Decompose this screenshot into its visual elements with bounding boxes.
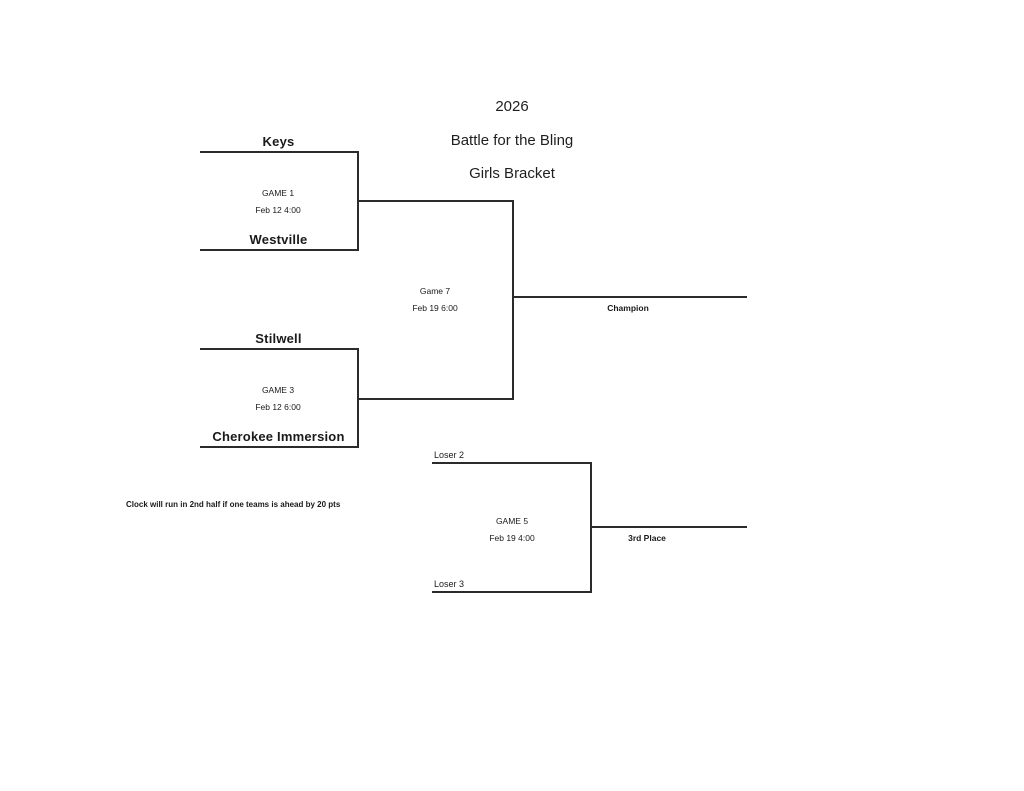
game1-to-game7-feed <box>357 200 514 202</box>
game3-time: Feb 12 6:00 <box>255 402 301 412</box>
game5-time: Feb 19 4:00 <box>489 533 535 543</box>
game3-team-top-line <box>200 348 359 350</box>
champion-label: Champion <box>607 303 649 313</box>
title-event: Battle for the Bling <box>450 132 574 149</box>
third-place-label: 3rd Place <box>628 533 666 543</box>
game1-info: GAME 1 Feb 12 4:00 <box>218 188 338 215</box>
game5-label: GAME 5 <box>495 516 529 526</box>
game7-time: Feb 19 6:00 <box>412 303 458 313</box>
game7-info: Game 7 Feb 19 6:00 <box>375 286 495 313</box>
game1-team-bottom: Westville <box>249 232 308 247</box>
game1-time: Feb 12 4:00 <box>255 205 301 215</box>
game5-info: GAME 5 Feb 19 4:00 <box>452 516 572 543</box>
game1-team-bottom-line <box>200 249 359 251</box>
third-place-line <box>590 526 747 528</box>
game3-label: GAME 3 <box>261 385 295 395</box>
title-division: Girls Bracket <box>469 165 555 182</box>
game5-team-bottom-line <box>432 591 592 593</box>
game3-to-game7-feed <box>357 398 514 400</box>
game3-team-top: Stilwell <box>255 331 302 346</box>
game5-team-top-line <box>432 462 592 464</box>
game1-label: GAME 1 <box>261 188 295 198</box>
game7-bracket-vertical <box>512 200 514 400</box>
champion-line <box>512 296 747 298</box>
title-year: 2026 <box>495 98 529 115</box>
game5-team-bottom: Loser 3 <box>434 579 465 589</box>
game1-team-top: Keys <box>262 134 295 149</box>
game7-label: Game 7 <box>419 286 451 296</box>
game3-info: GAME 3 Feb 12 6:00 <box>218 385 338 412</box>
game3-team-bottom: Cherokee Immersion <box>212 429 345 444</box>
footnote-text: Clock will run in 2nd half if one teams … <box>126 500 341 509</box>
game3-team-bottom-line <box>200 446 359 448</box>
game1-team-top-line <box>200 151 359 153</box>
game5-team-top: Loser 2 <box>434 450 465 460</box>
